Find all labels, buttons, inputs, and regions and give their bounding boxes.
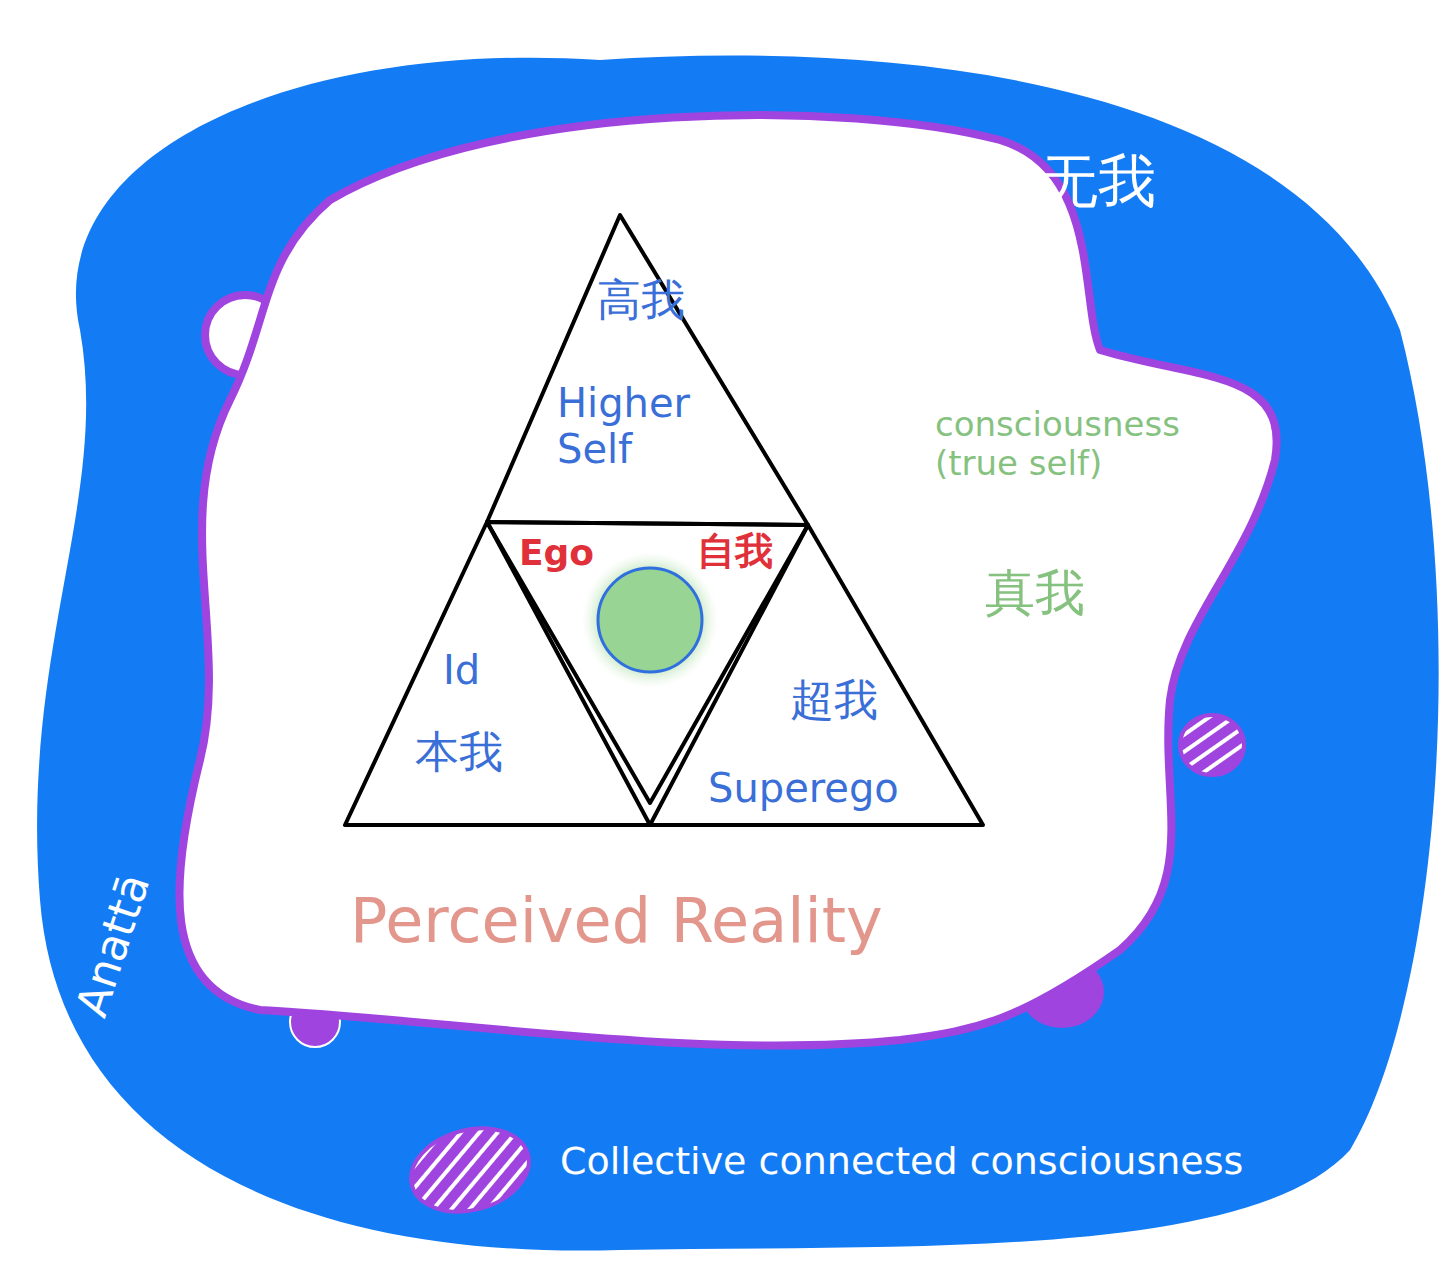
- id-triangle-outline: [345, 522, 650, 825]
- consciousness-label: consciousness (true self): [935, 405, 1235, 483]
- id-triangle: Id 本我: [345, 522, 650, 825]
- node-text: 本我: [415, 727, 503, 778]
- node-text: Perceived Reality: [350, 885, 883, 956]
- superego-triangle: 超我 Superego: [650, 525, 983, 825]
- higher-self-triangle-outline: [487, 215, 808, 525]
- reality-boundary: [179, 115, 1276, 1046]
- node-text: 超我: [790, 675, 878, 726]
- true-self-label: 真我: [985, 565, 1085, 623]
- node-text: Ego: [519, 532, 594, 573]
- triangle-outline: [487, 522, 808, 803]
- node-text: Superego: [708, 765, 899, 811]
- ego-triangle: Ego 自我: [487, 522, 808, 803]
- node-text: Id: [443, 647, 480, 693]
- true-self-circle: [598, 568, 702, 672]
- anatta-chinese-label: 无我: [1040, 148, 1156, 215]
- triangle-outline: [345, 522, 650, 825]
- node-text: 高我: [597, 275, 685, 326]
- node-text: 自我: [697, 530, 773, 574]
- collective-consciousness-label: Collective connected consciousness: [560, 1140, 1243, 1184]
- node-text: Higher Self: [557, 380, 737, 472]
- triangle-outline: [650, 525, 983, 825]
- higher-self-triangle: 高我 Higher Self: [487, 215, 808, 525]
- collective-field: [37, 56, 1439, 1251]
- triangle-outline: [487, 215, 808, 525]
